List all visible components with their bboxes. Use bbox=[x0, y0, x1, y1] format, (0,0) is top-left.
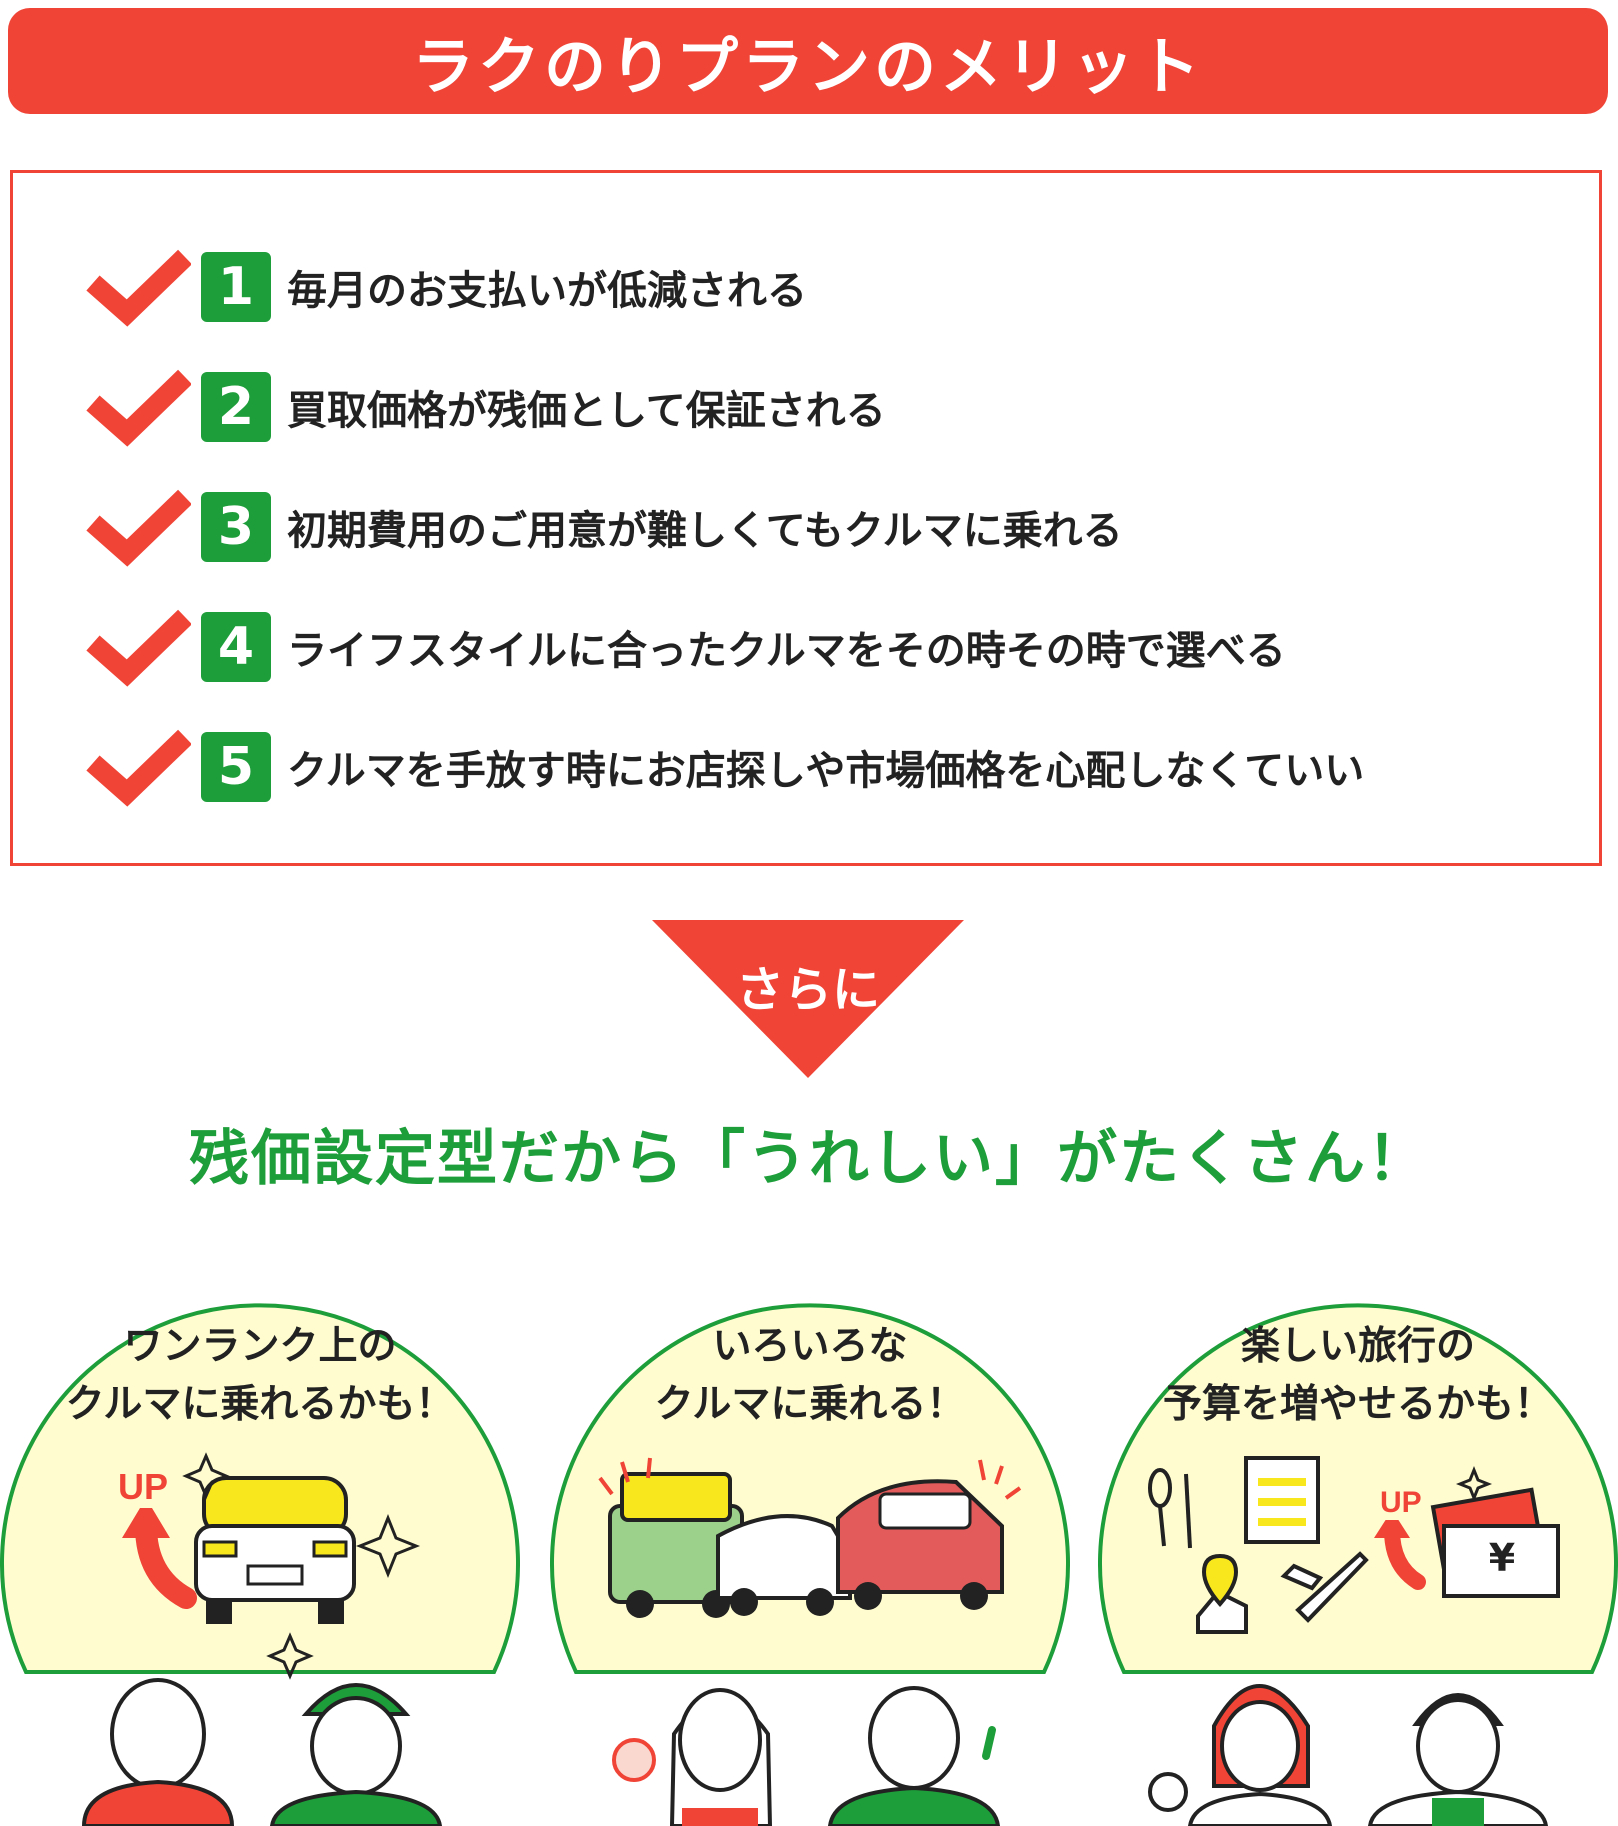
document-icon bbox=[1244, 1456, 1320, 1544]
benefit-text-line: ワンランク上の bbox=[123, 1324, 397, 1369]
checkmark-icon bbox=[86, 609, 191, 687]
money-symbol: ¥ bbox=[1488, 1536, 1516, 1580]
wallet-icon bbox=[1430, 1487, 1560, 1598]
page-title: ラクのりプランのメリット bbox=[411, 30, 1204, 103]
benefit-illustration bbox=[1098, 1303, 1618, 1826]
benefit-card-upgrade: ワンランク上の クルマに乗れるかも！ bbox=[0, 1226, 520, 1826]
airplane-icon bbox=[1280, 1551, 1369, 1623]
merit-item-1: 1 毎月のお支払いが低減される bbox=[85, 247, 807, 327]
map-pin-icon bbox=[1196, 1553, 1248, 1634]
person-icon bbox=[1367, 1693, 1549, 1826]
tagline: 残価設定型だから「うれしい」がたくさん！ bbox=[189, 1124, 1429, 1194]
benefit-text-line: クルマに乗れる！ bbox=[654, 1382, 966, 1427]
triangle-arrow-icon bbox=[652, 920, 964, 1078]
person-icon bbox=[1148, 1684, 1333, 1826]
benefit-illustration bbox=[550, 1303, 1070, 1826]
checkmark-icon bbox=[86, 369, 191, 447]
sparkle-icon bbox=[598, 1457, 1022, 1500]
benefit-text-line: 予算を増やせるかも！ bbox=[1162, 1382, 1553, 1427]
merit-number-badge: 1 bbox=[201, 252, 271, 322]
car-front-icon bbox=[194, 1476, 356, 1624]
checkmark-icon bbox=[86, 249, 191, 327]
green-car-icon bbox=[608, 1472, 744, 1618]
lightbulb-icon bbox=[612, 1738, 656, 1782]
person-icon bbox=[269, 1683, 443, 1826]
up-arrow-icon bbox=[122, 1498, 197, 1609]
merit-text: クルマを手放す時にお店探しや市場価格を心配しなくていい bbox=[287, 748, 1365, 794]
checkmark-icon bbox=[86, 489, 191, 567]
merit-number-badge: 4 bbox=[201, 612, 271, 682]
fork-spoon-icon bbox=[1148, 1468, 1192, 1549]
merit-text: 毎月のお支払いが低減される bbox=[287, 268, 807, 314]
arrow-label: さらに bbox=[735, 962, 880, 1018]
benefit-text-line: いろいろな bbox=[712, 1324, 908, 1369]
merit-item-3: 3 初期費用のご用意が難しくてもクルマに乗れる bbox=[85, 487, 1123, 567]
up-arrow-icon bbox=[1374, 1510, 1426, 1590]
benefit-text-line: クルマに乗れるかも！ bbox=[65, 1382, 455, 1427]
benefit-card-travel: 楽しい旅行の 予算を増やせるかも！ ¥ bbox=[1098, 1226, 1618, 1826]
up-badge: UP bbox=[118, 1466, 169, 1508]
checkmark-icon bbox=[86, 729, 191, 807]
person-icon bbox=[827, 1686, 1001, 1826]
merit-item-5: 5 クルマを手放す時にお店探しや市場価格を心配しなくていい bbox=[85, 727, 1364, 807]
merit-item-4: 4 ライフスタイルに合ったクルマをその時その時で選べる bbox=[85, 607, 1286, 687]
red-car-icon bbox=[836, 1479, 1004, 1610]
benefit-card-variety: いろいろな クルマに乗れる！ bbox=[550, 1226, 1070, 1826]
merit-list: 1 毎月のお支払いが低減される 2 買取価格が残価として保証される 3 初期費用… bbox=[10, 170, 1602, 866]
person-icon bbox=[81, 1678, 235, 1826]
up-badge: UP bbox=[1380, 1486, 1422, 1520]
merit-number-badge: 3 bbox=[201, 492, 271, 562]
merit-text: 買取価格が残価として保証される bbox=[287, 388, 886, 434]
benefit-illustration bbox=[0, 1303, 520, 1826]
person-icon bbox=[669, 1688, 773, 1826]
header-banner: ラクのりプランのメリット bbox=[8, 8, 1608, 114]
sparkle-icon bbox=[182, 1452, 421, 1680]
merit-text: 初期費用のご用意が難しくてもクルマに乗れる bbox=[287, 508, 1123, 554]
merit-number-badge: 2 bbox=[201, 372, 271, 442]
down-arrow: さらに bbox=[652, 920, 964, 1080]
benefit-text-line: 楽しい旅行の bbox=[1240, 1324, 1475, 1369]
sparkle-icon bbox=[1455, 1465, 1493, 1503]
merit-item-2: 2 買取価格が残価として保証される bbox=[85, 367, 886, 447]
merit-number-badge: 5 bbox=[201, 732, 271, 802]
merit-text: ライフスタイルに合ったクルマをその時その時で選べる bbox=[287, 628, 1286, 674]
